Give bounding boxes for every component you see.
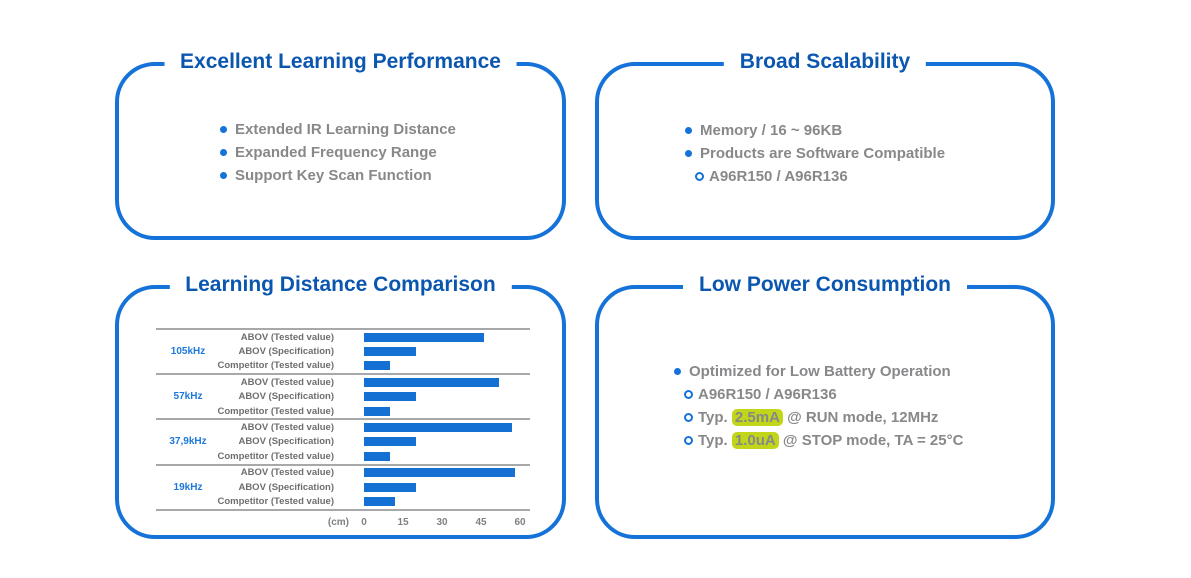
chart-category-label: 37,9kHz	[169, 436, 207, 448]
list-item-text: Typ. 1.0uA @ STOP mode, TA = 25°C	[698, 432, 964, 449]
chart-row: Competitor (Tested value)	[156, 359, 530, 373]
filled-bullet-icon	[685, 150, 692, 157]
chart-row-label: Competitor (Tested value)	[217, 360, 334, 372]
chart-bar	[364, 451, 390, 461]
open-circle-bullet-icon	[684, 390, 693, 399]
bullet-list: Memory / 16 ~ 96KB Products are Software …	[685, 119, 945, 188]
chart-row: Competitor (Tested value)	[156, 494, 530, 508]
chart-row: ABOV (Tested value)	[156, 330, 530, 344]
list-item-text: A96R150 / A96R136	[709, 168, 848, 185]
list-item-text: Products are Software Compatible	[700, 145, 946, 162]
axis-tick-label: 15	[397, 516, 409, 528]
list-item: Extended IR Learning Distance	[220, 118, 456, 141]
chart-row-label: ABOV (Specification)	[238, 391, 334, 403]
chart-bar	[364, 406, 390, 416]
chart-x-axis: (cm) 0 15 30 45 60	[156, 508, 530, 535]
panel-title: Broad Scalability	[723, 49, 927, 75]
panel-title: Low Power Consumption	[683, 272, 967, 298]
chart-category-label: 19kHz	[173, 481, 203, 493]
chart-bar	[364, 423, 513, 433]
chart-group: 57kHz ABOV (Tested value) ABOV (Specificat…	[156, 373, 530, 418]
filled-bullet-icon	[685, 127, 692, 134]
chart-bar	[364, 347, 416, 357]
panel-broad-scalability: Broad Scalability Memory / 16 ~ 96KB Prod…	[595, 49, 1055, 240]
list-item-text: A96R150 / A96R136	[698, 386, 837, 403]
list-item-text: Memory / 16 ~ 96KB	[700, 122, 843, 139]
axis-tick-label: 30	[436, 516, 448, 528]
list-item-text: Expanded Frequency Range	[235, 144, 437, 161]
chart-row: ABOV (Tested value)	[156, 420, 530, 434]
list-item: Products are Software Compatible	[685, 142, 945, 165]
chart-row: ABOV (Tested value)	[156, 375, 530, 389]
chart-bar	[364, 482, 416, 492]
chart-row-label: Competitor (Tested value)	[217, 495, 334, 507]
list-item: Optimized for Low Battery Operation	[674, 360, 963, 383]
chart-row: ABOV (Specification)	[156, 480, 530, 494]
chart-category-label: 105kHz	[170, 346, 206, 358]
chart-category-label: 57kHz	[173, 391, 203, 403]
list-item: Typ. 1.0uA @ STOP mode, TA = 25°C	[684, 429, 963, 452]
chart-row-label: ABOV (Tested value)	[240, 422, 334, 434]
chart-bar	[364, 496, 396, 506]
chart-bar	[364, 361, 390, 371]
axis-tick-label: 0	[361, 516, 367, 528]
panel-excellent-learning-performance: Excellent Learning Performance Extended …	[115, 49, 566, 240]
list-item-text: Extended IR Learning Distance	[235, 121, 456, 138]
chart-row-label: Competitor (Tested value)	[217, 405, 334, 417]
chart-bar	[364, 377, 500, 387]
list-item: Memory / 16 ~ 96KB	[685, 119, 945, 142]
chart-bar	[364, 392, 416, 402]
filled-bullet-icon	[220, 126, 227, 133]
axis-tick-label: 60	[514, 516, 526, 528]
chart-row: Competitor (Tested value)	[156, 404, 530, 418]
chart-row-label: ABOV (Specification)	[238, 436, 334, 448]
chart-row: ABOV (Specification)	[156, 390, 530, 404]
axis-unit-label: (cm)	[327, 516, 349, 528]
chart-bar	[364, 468, 515, 478]
list-item: Expanded Frequency Range	[220, 141, 456, 164]
panel-title: Excellent Learning Performance	[164, 49, 517, 75]
chart-row-label: ABOV (Specification)	[238, 346, 334, 358]
chart-bar	[364, 437, 416, 447]
chart-bar	[364, 332, 484, 342]
chart-group: 19kHz ABOV (Tested value) ABOV (Specificat…	[156, 463, 530, 509]
chart-row-label: ABOV (Tested value)	[240, 467, 334, 479]
filled-bullet-icon	[220, 172, 227, 179]
filled-bullet-icon	[220, 149, 227, 156]
chart-row-label: Competitor (Tested value)	[217, 450, 334, 462]
chart-row: ABOV (Tested value)	[156, 466, 530, 480]
list-item-text: Typ. 2.5mA @ RUN mode, 12MHz	[698, 409, 939, 426]
chart-row-label: ABOV (Tested value)	[240, 376, 334, 388]
filled-bullet-icon	[674, 368, 681, 375]
chart-row-label: ABOV (Specification)	[238, 481, 334, 493]
chart-row-label: ABOV (Tested value)	[240, 331, 334, 343]
highlighted-value: 2.5mA	[731, 409, 783, 426]
highlighted-value: 1.0uA	[731, 432, 779, 449]
list-item-text: Support Key Scan Function	[235, 167, 432, 184]
open-circle-bullet-icon	[684, 436, 693, 445]
chart-row: ABOV (Specification)	[156, 344, 530, 358]
panel-title: Learning Distance Comparison	[169, 272, 512, 298]
chart-group: 37,9kHz ABOV (Tested value) ABOV (Specific…	[156, 418, 530, 463]
open-circle-bullet-icon	[695, 172, 704, 181]
chart-row: Competitor (Tested value)	[156, 449, 530, 463]
panel-low-power-consumption: Low Power Consumption Optimized for Low …	[595, 272, 1055, 539]
list-item-text: Optimized for Low Battery Operation	[689, 363, 951, 380]
list-item: Support Key Scan Function	[220, 164, 456, 187]
chart-group: 105kHz ABOV (Tested value) ABOV (Specifica…	[156, 328, 530, 373]
list-item: Typ. 2.5mA @ RUN mode, 12MHz	[684, 406, 963, 429]
list-item: A96R150 / A96R136	[695, 165, 945, 188]
chart-row: ABOV (Specification)	[156, 435, 530, 449]
list-item: A96R150 / A96R136	[684, 383, 963, 406]
axis-tick-label: 45	[475, 516, 487, 528]
open-circle-bullet-icon	[684, 413, 693, 422]
